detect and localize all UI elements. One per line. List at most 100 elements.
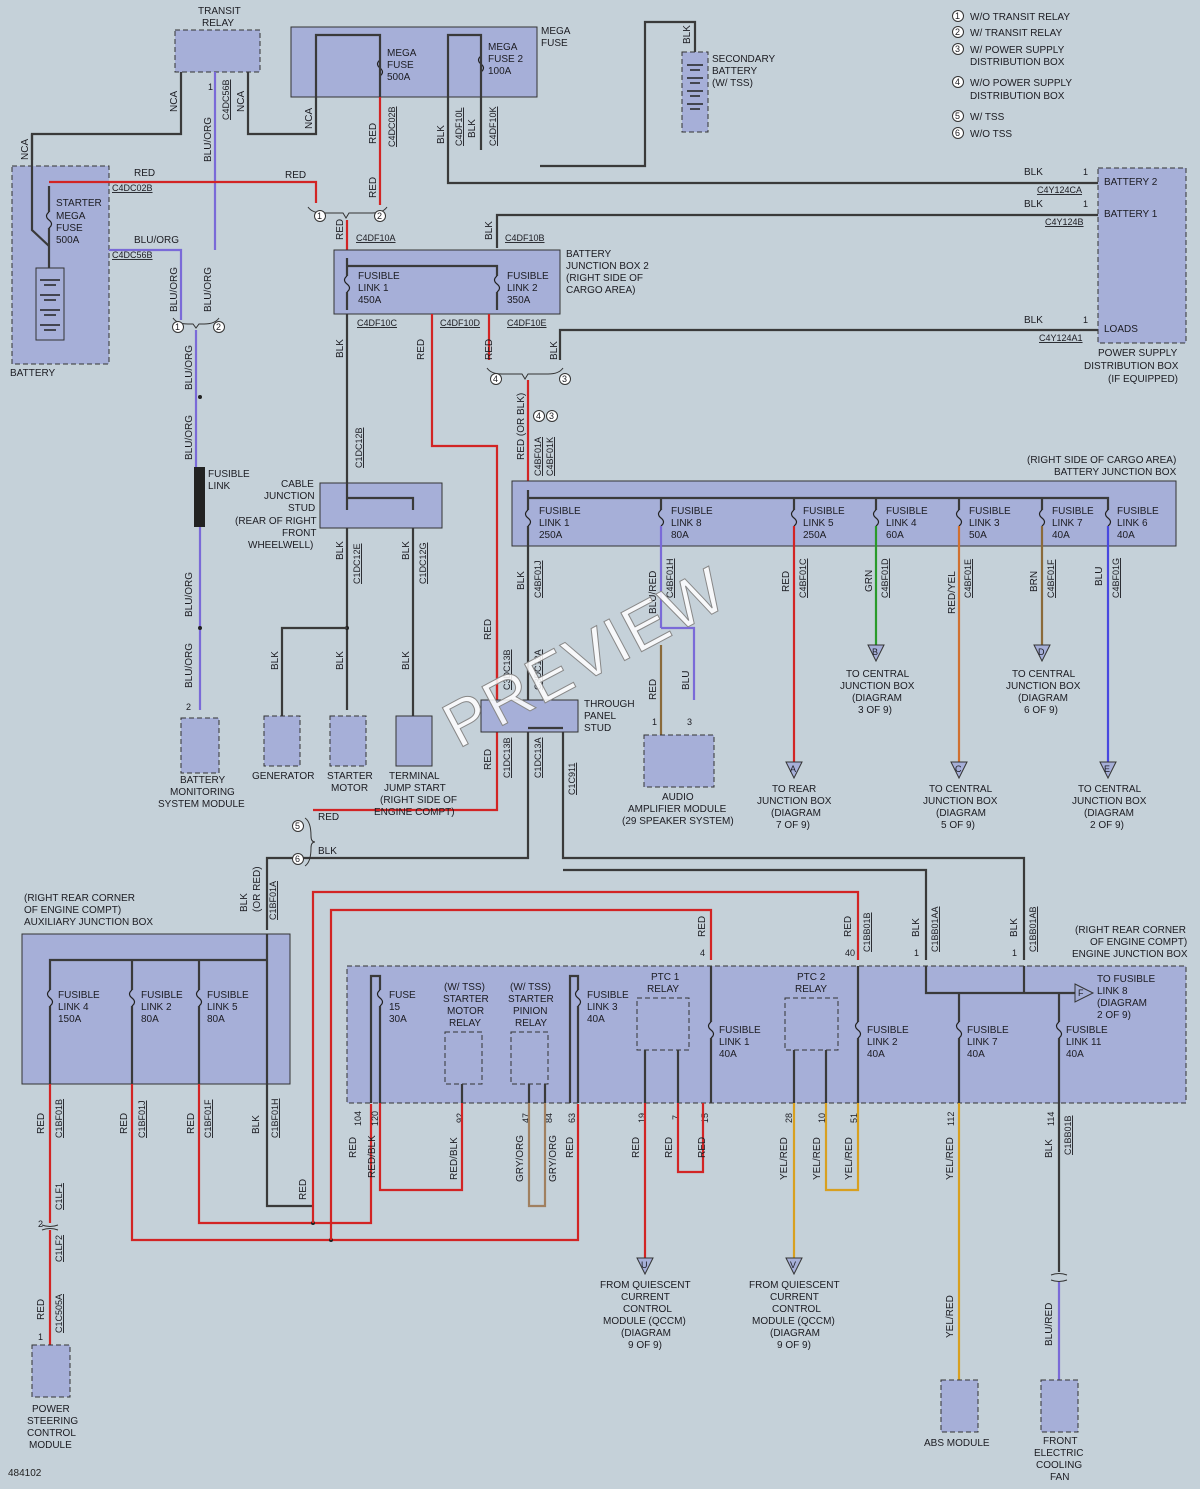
svg-text:LINK 2: LINK 2 bbox=[141, 1002, 172, 1013]
svg-text:FUSIBLE: FUSIBLE bbox=[58, 990, 100, 1001]
svg-text:BLK: BLK bbox=[1024, 315, 1043, 326]
svg-text:RED: RED bbox=[484, 339, 495, 360]
svg-text:BATTERY: BATTERY bbox=[180, 775, 226, 786]
svg-text:BLU/ORG: BLU/ORG bbox=[184, 415, 195, 460]
svg-text:RED: RED bbox=[648, 679, 659, 700]
svg-text:LINK 11: LINK 11 bbox=[1066, 1037, 1102, 1048]
svg-text:FUSIBLE: FUSIBLE bbox=[507, 271, 549, 282]
svg-text:C4BF01E: C4BF01E bbox=[963, 559, 973, 598]
svg-text:B: B bbox=[872, 647, 878, 657]
svg-text:FUSIBLE: FUSIBLE bbox=[358, 271, 400, 282]
svg-text:FUSIBLE: FUSIBLE bbox=[207, 990, 249, 1001]
svg-text:C4DF10B: C4DF10B bbox=[505, 233, 545, 243]
svg-text:9 OF 9): 9 OF 9) bbox=[628, 1340, 662, 1351]
svg-text:(DIAGRAM: (DIAGRAM bbox=[1018, 693, 1068, 704]
svg-text:C3DC13A: C3DC13A bbox=[533, 649, 543, 690]
svg-text:BLK: BLK bbox=[436, 125, 447, 144]
svg-text:FRONT: FRONT bbox=[282, 528, 316, 539]
svg-text:YEL/RED: YEL/RED bbox=[844, 1137, 855, 1180]
svg-text:6 OF 9): 6 OF 9) bbox=[1024, 705, 1058, 716]
svg-text:MODULE (QCCM): MODULE (QCCM) bbox=[603, 1316, 686, 1327]
svg-text:40A: 40A bbox=[1052, 530, 1070, 541]
svg-text:RED: RED bbox=[318, 812, 339, 823]
svg-text:CARGO AREA): CARGO AREA) bbox=[566, 285, 635, 296]
svg-text:BLK: BLK bbox=[335, 651, 346, 670]
svg-text:STEERING: STEERING bbox=[27, 1416, 78, 1427]
svg-text:FUSIBLE: FUSIBLE bbox=[969, 506, 1011, 517]
svg-text:BLK: BLK bbox=[270, 651, 281, 670]
battery-label: BATTERY bbox=[10, 368, 56, 379]
svg-text:NCA: NCA bbox=[20, 139, 31, 160]
svg-text:RED: RED bbox=[285, 170, 306, 181]
svg-text:AUDIO: AUDIO bbox=[662, 792, 694, 803]
svg-text:51: 51 bbox=[849, 1113, 859, 1123]
power-steering-control-module bbox=[31, 1344, 71, 1398]
svg-text:TO CENTRAL: TO CENTRAL bbox=[1012, 669, 1076, 680]
svg-text:BATTERY 2: BATTERY 2 bbox=[1104, 177, 1158, 188]
svg-text:C1DC13B: C1DC13B bbox=[502, 737, 512, 778]
svg-text:LINK 5: LINK 5 bbox=[803, 518, 834, 529]
svg-text:AUXILIARY JUNCTION BOX: AUXILIARY JUNCTION BOX bbox=[24, 917, 153, 928]
svg-text:(DIAGRAM: (DIAGRAM bbox=[1084, 808, 1134, 819]
svg-text:114: 114 bbox=[1046, 1112, 1056, 1126]
svg-text:1: 1 bbox=[317, 211, 322, 221]
svg-text:C3DC13B: C3DC13B bbox=[502, 649, 512, 690]
svg-text:RED: RED bbox=[697, 1137, 708, 1158]
svg-text:RED/BLK: RED/BLK bbox=[367, 1135, 378, 1178]
svg-text:BATTERY JUNCTION BOX: BATTERY JUNCTION BOX bbox=[1054, 467, 1177, 478]
svg-text:1: 1 bbox=[955, 11, 960, 21]
svg-text:FUSIBLE: FUSIBLE bbox=[803, 506, 845, 517]
svg-text:4: 4 bbox=[700, 948, 705, 958]
svg-text:RED: RED bbox=[843, 916, 854, 937]
svg-text:C4BF01D: C4BF01D bbox=[880, 558, 890, 598]
svg-text:C1LF2: C1LF2 bbox=[54, 1235, 64, 1262]
svg-text:POWER: POWER bbox=[32, 1404, 70, 1415]
svg-text:RED: RED bbox=[368, 177, 379, 198]
svg-text:LINK 7: LINK 7 bbox=[1052, 518, 1083, 529]
transit-relay bbox=[174, 29, 261, 73]
svg-text:ENGINE JUNCTION BOX: ENGINE JUNCTION BOX bbox=[1072, 949, 1188, 960]
svg-text:RED: RED bbox=[697, 916, 708, 937]
svg-text:4: 4 bbox=[955, 77, 960, 87]
cable-junction-stud bbox=[319, 482, 443, 529]
svg-text:LINK 4: LINK 4 bbox=[58, 1002, 89, 1013]
svg-text:FUSE: FUSE bbox=[56, 223, 83, 234]
svg-text:BLK: BLK bbox=[1024, 167, 1043, 178]
svg-text:GRY/ORG: GRY/ORG bbox=[548, 1135, 559, 1182]
svg-text:JUNCTION BOX: JUNCTION BOX bbox=[840, 681, 915, 692]
svg-text:15: 15 bbox=[389, 1002, 401, 1013]
svg-text:C4BF01K: C4BF01K bbox=[545, 437, 555, 476]
svg-text:40A: 40A bbox=[719, 1049, 737, 1060]
svg-text:BLK: BLK bbox=[1044, 1139, 1055, 1158]
svg-text:LINK 1: LINK 1 bbox=[719, 1037, 750, 1048]
svg-text:FAN: FAN bbox=[1050, 1472, 1069, 1483]
legend-2: W/ TRANSIT RELAY bbox=[970, 28, 1063, 39]
svg-text:FUSIBLE: FUSIBLE bbox=[886, 506, 928, 517]
figure-id: 484102 bbox=[8, 1468, 42, 1479]
svg-text:JUNCTION BOX: JUNCTION BOX bbox=[923, 796, 998, 807]
svg-text:FRONT: FRONT bbox=[1043, 1436, 1077, 1447]
svg-text:RED: RED bbox=[119, 1113, 130, 1134]
svg-text:C1BB01B: C1BB01B bbox=[862, 912, 872, 952]
svg-text:C: C bbox=[955, 764, 962, 774]
svg-text:C4Y124B: C4Y124B bbox=[1045, 217, 1084, 227]
svg-text:FROM QUIESCENT: FROM QUIESCENT bbox=[749, 1280, 840, 1291]
svg-text:RELAY: RELAY bbox=[449, 1018, 481, 1029]
svg-text:BATTERY: BATTERY bbox=[566, 249, 612, 260]
svg-text:PTC 1: PTC 1 bbox=[651, 972, 680, 983]
svg-text:STUD: STUD bbox=[584, 723, 611, 734]
svg-text:40A: 40A bbox=[867, 1049, 885, 1060]
svg-text:DISTRIBUTION BOX: DISTRIBUTION BOX bbox=[1084, 361, 1179, 372]
svg-text:CONTROL: CONTROL bbox=[27, 1428, 76, 1439]
svg-text:(W/ TSS): (W/ TSS) bbox=[712, 78, 753, 89]
svg-text:C1BB01AB: C1BB01AB bbox=[1028, 906, 1038, 952]
svg-text:PINION: PINION bbox=[513, 1006, 547, 1017]
svg-text:C4DF10A: C4DF10A bbox=[356, 233, 396, 243]
svg-text:(29 SPEAKER SYSTEM): (29 SPEAKER SYSTEM) bbox=[622, 816, 734, 827]
svg-text:STARTER: STARTER bbox=[327, 771, 373, 782]
svg-text:BLK: BLK bbox=[318, 846, 337, 857]
svg-text:RED: RED bbox=[565, 1137, 576, 1158]
svg-text:RED: RED bbox=[368, 123, 379, 144]
svg-text:DISTRIBUTION BOX: DISTRIBUTION BOX bbox=[970, 57, 1065, 68]
